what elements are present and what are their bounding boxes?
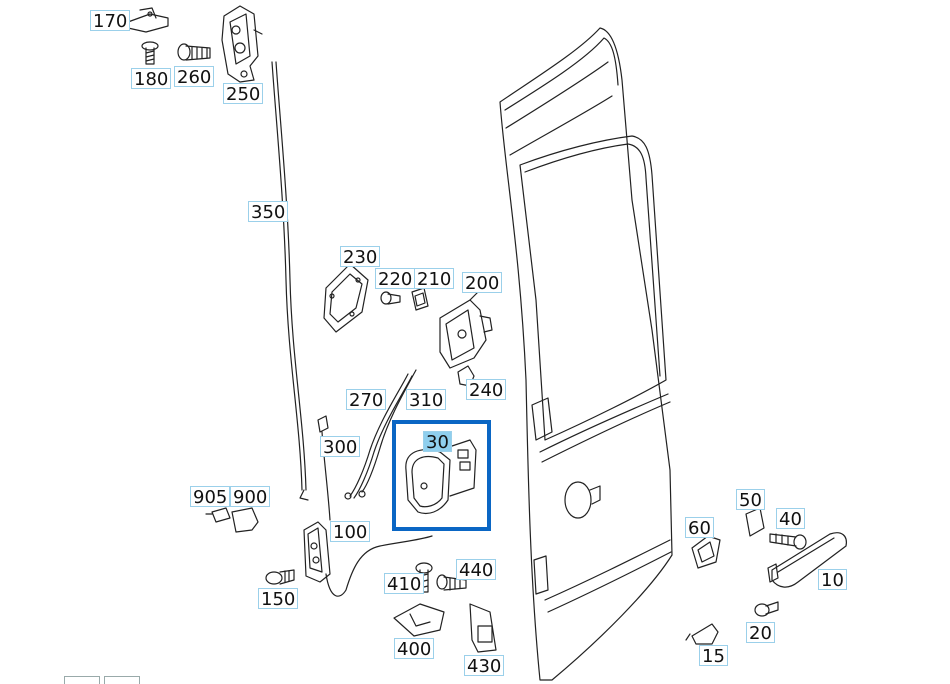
callout-400[interactable]: 400 [394, 638, 435, 660]
bottom-control-stub[interactable] [64, 676, 100, 684]
callout-410[interactable]: 410 [384, 573, 425, 595]
part-50-cover [745, 507, 765, 537]
callout-30[interactable]: 30 [423, 431, 452, 453]
part-150-screw [265, 569, 295, 585]
callout-40[interactable]: 40 [776, 508, 805, 530]
part-30-handle-mechanism[interactable] [405, 439, 477, 515]
callout-260[interactable]: 260 [174, 66, 215, 88]
part-300-cable [317, 415, 331, 521]
callout-350[interactable]: 350 [248, 201, 289, 223]
selection-highlight-box [392, 420, 491, 531]
callout-440[interactable]: 440 [456, 559, 497, 581]
callout-240[interactable]: 240 [466, 379, 507, 401]
part-905-connector [205, 507, 231, 523]
callout-10[interactable]: 10 [818, 569, 847, 591]
rear-door-panel [499, 27, 673, 681]
part-20-screw [754, 601, 779, 617]
part-440-bolt [436, 574, 467, 591]
bottom-control-stub[interactable] [104, 676, 140, 684]
callout-250[interactable]: 250 [223, 83, 264, 105]
callout-50[interactable]: 50 [736, 489, 765, 511]
part-400-striker [393, 603, 445, 637]
callout-300[interactable]: 300 [320, 436, 361, 458]
callout-100[interactable]: 100 [330, 521, 371, 543]
part-40-screw [769, 533, 807, 550]
callout-210[interactable]: 210 [414, 268, 455, 290]
callout-270[interactable]: 270 [346, 389, 387, 411]
part-220-screw [380, 291, 401, 305]
callout-230[interactable]: 230 [340, 246, 381, 268]
callout-180[interactable]: 180 [131, 68, 172, 90]
callout-15[interactable]: 15 [699, 645, 728, 667]
part-210-clip [411, 287, 429, 311]
callout-170[interactable]: 170 [90, 10, 131, 32]
part-430-bracket [469, 603, 497, 653]
part-60-cover [691, 535, 721, 569]
part-900-boot [231, 507, 259, 533]
part-180-screw [141, 41, 159, 65]
part-10-outer-handle [767, 532, 847, 588]
part-270-rod [344, 373, 413, 500]
part-230-frame [323, 263, 369, 333]
callout-430[interactable]: 430 [464, 655, 505, 677]
part-100-door-lock [303, 521, 433, 597]
callout-220[interactable]: 220 [375, 268, 416, 290]
callout-150[interactable]: 150 [258, 588, 299, 610]
callout-905[interactable]: 905 [190, 486, 231, 508]
part-310-rod [358, 369, 417, 498]
part-260-bolt [177, 43, 211, 61]
part-15-cap [685, 623, 719, 645]
callout-900[interactable]: 900 [230, 486, 271, 508]
callout-20[interactable]: 20 [746, 622, 775, 644]
callout-200[interactable]: 200 [462, 272, 503, 294]
part-350-cable [271, 61, 309, 501]
callout-60[interactable]: 60 [685, 517, 714, 539]
callout-310[interactable]: 310 [406, 389, 447, 411]
part-200-lock-mechanism [439, 291, 493, 369]
part-250-lock [221, 5, 263, 83]
